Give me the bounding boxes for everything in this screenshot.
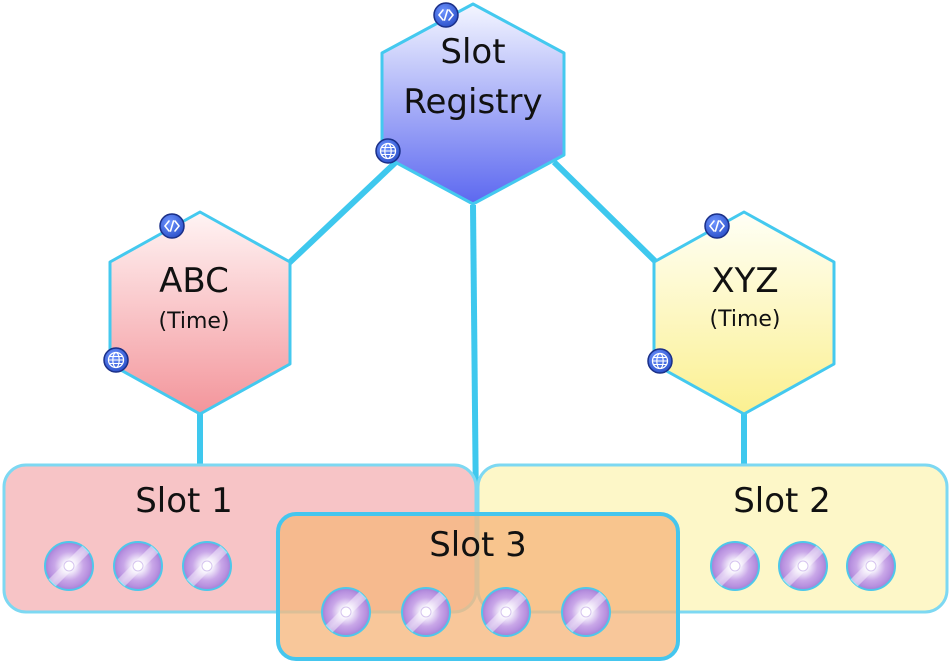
code-badge-icon xyxy=(704,213,730,239)
disc-icon xyxy=(481,587,531,637)
code-badge-icon xyxy=(433,2,459,28)
xyz-title: XYZ xyxy=(711,261,778,301)
slot-2-discs xyxy=(710,541,896,591)
slot-3-discs xyxy=(321,587,611,637)
globe-icon xyxy=(375,138,401,164)
connector-registry-xyz xyxy=(551,159,661,267)
code-badge-icon xyxy=(159,213,185,239)
connectors xyxy=(197,159,747,514)
disc-icon xyxy=(561,587,611,637)
xyz-node[interactable]: XYZ (Time) xyxy=(652,210,836,416)
disc-icon xyxy=(113,541,163,591)
disc-icon xyxy=(321,587,371,637)
disc-icon xyxy=(710,541,760,591)
slot-2-label: Slot 2 xyxy=(733,481,831,521)
disc-icon xyxy=(778,541,828,591)
globe-icon xyxy=(103,347,129,373)
connector-registry-abc xyxy=(285,159,399,267)
slot-1-label: Slot 1 xyxy=(135,481,233,521)
slot-3-container[interactable]: Slot 3 xyxy=(276,512,680,661)
disc-icon xyxy=(846,541,896,591)
badges xyxy=(103,2,730,374)
abc-title: ABC xyxy=(159,261,229,301)
disc-icon xyxy=(182,541,232,591)
slot-registry-node[interactable]: Slot Registry xyxy=(380,2,566,206)
disc-icon xyxy=(401,587,451,637)
slot-3-label: Slot 3 xyxy=(429,525,527,565)
xyz-subtitle: (Time) xyxy=(709,307,780,332)
slot-1-discs xyxy=(44,541,232,591)
connector-registry-slot3 xyxy=(470,204,479,514)
slot-registry-title-line2: Registry xyxy=(403,82,542,122)
abc-subtitle: (Time) xyxy=(158,309,229,334)
disc-icon xyxy=(44,541,94,591)
abc-node[interactable]: ABC (Time) xyxy=(108,210,292,416)
globe-icon xyxy=(647,348,673,374)
slot-registry-title-line1: Slot xyxy=(440,32,505,72)
